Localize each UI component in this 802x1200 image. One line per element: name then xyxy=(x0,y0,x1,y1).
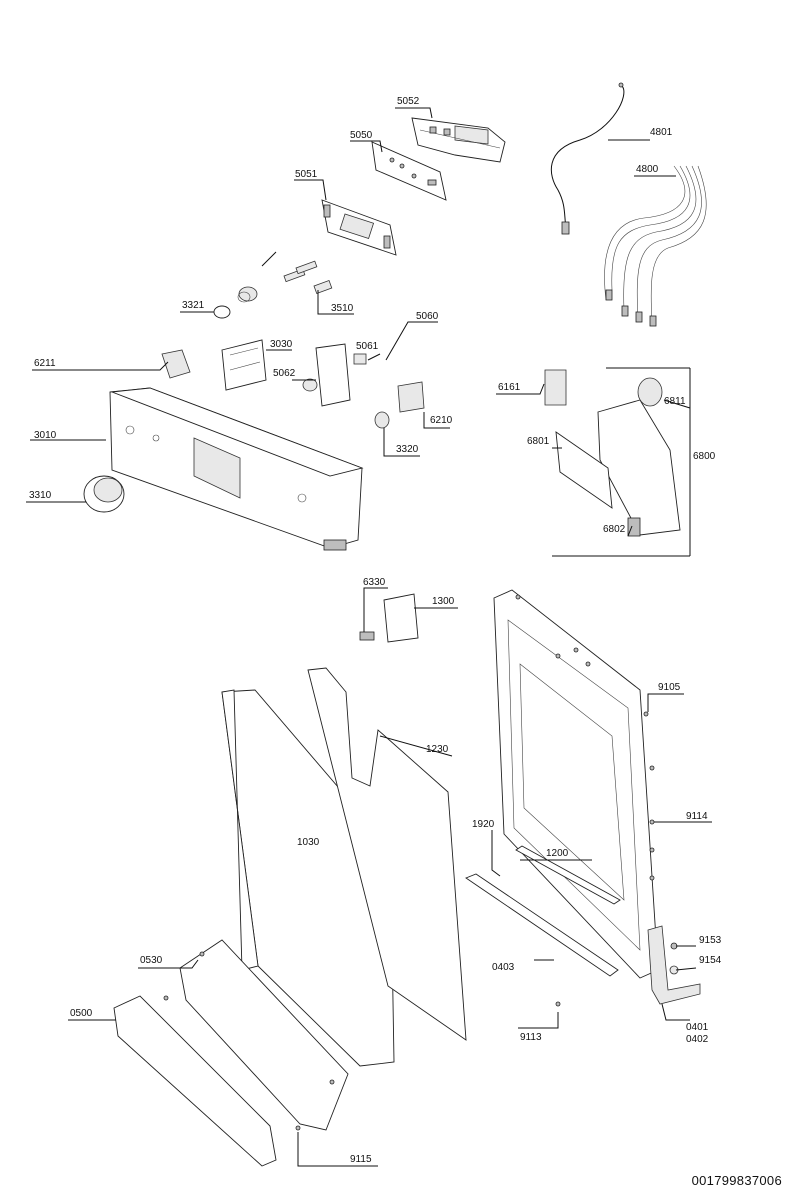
label-1920: 1920 xyxy=(472,819,495,830)
label-5061: 5061 xyxy=(356,341,379,352)
part-3030-holder xyxy=(221,339,267,391)
label-6211: 6211 xyxy=(34,358,56,369)
label-1030: 1030 xyxy=(297,837,320,848)
part-1230-door-panel xyxy=(307,667,467,1041)
label-6802: 6802 xyxy=(603,524,626,535)
label-5060: 5060 xyxy=(416,311,439,322)
label-1300: 1300 xyxy=(432,596,455,607)
label-0530: 0530 xyxy=(140,955,163,966)
label-6801: 6801 xyxy=(527,436,550,447)
label-3320: 3320 xyxy=(396,444,419,455)
part-5052-bracket xyxy=(411,117,506,163)
part-4801-cable xyxy=(550,82,625,235)
label-9154: 9154 xyxy=(699,955,722,966)
label-5062: 5062 xyxy=(273,368,296,379)
part-5062-switch xyxy=(302,343,367,407)
part-1300-pump xyxy=(359,593,419,643)
part-6211-clip xyxy=(161,349,191,379)
label-3030: 3030 xyxy=(270,339,293,350)
part-5050-panel xyxy=(371,141,447,201)
label-9113: 9113 xyxy=(520,1032,542,1043)
part-6210-switch xyxy=(397,381,425,413)
part-0401-hinge xyxy=(647,925,701,1005)
label-6330: 6330 xyxy=(363,577,386,588)
part-3320-button xyxy=(374,411,390,429)
label-6210: 6210 xyxy=(430,415,453,426)
part-3321-spring xyxy=(213,286,258,319)
part-5051-board xyxy=(321,199,397,256)
part-0500-plinth xyxy=(113,995,277,1167)
label-3010: 3010 xyxy=(34,430,57,441)
part-6800-dispenser-group xyxy=(544,367,691,557)
label-1230: 1230 xyxy=(426,744,449,755)
part-small-pins xyxy=(261,251,333,295)
label-0500: 0500 xyxy=(70,1008,93,1019)
label-9115: 9115 xyxy=(350,1154,372,1165)
leader-lines xyxy=(26,107,712,1167)
document-number: 001799837006 xyxy=(691,1173,782,1188)
label-9105: 9105 xyxy=(658,682,681,693)
label-5050: 5050 xyxy=(350,130,373,141)
label-3510: 3510 xyxy=(331,303,354,314)
label-0403: 0403 xyxy=(492,962,515,973)
label-6811: 6811 xyxy=(664,396,686,407)
label-1200: 1200 xyxy=(546,848,569,859)
part-4800-harness xyxy=(604,165,707,327)
part-1200-inner-door xyxy=(493,589,659,979)
label-9114: 9114 xyxy=(686,811,708,822)
label-3321: 3321 xyxy=(182,300,205,311)
part-1030-door-panel xyxy=(221,689,395,1067)
part-3010-control-panel xyxy=(109,387,364,551)
label-5051: 5051 xyxy=(295,169,318,180)
part-0530-plinth xyxy=(179,939,349,1131)
label-9153: 9153 xyxy=(699,935,722,946)
label-6161: 6161 xyxy=(498,382,521,393)
label-4801: 4801 xyxy=(650,127,673,138)
part-3310-knob xyxy=(83,475,125,513)
label-5052: 5052 xyxy=(397,96,420,107)
label-0402: 0402 xyxy=(686,1034,709,1045)
label-3310: 3310 xyxy=(29,490,52,501)
label-6800: 6800 xyxy=(693,451,716,462)
label-4800: 4800 xyxy=(636,164,659,175)
label-0401: 0401 xyxy=(686,1022,709,1033)
screws xyxy=(163,951,561,1131)
